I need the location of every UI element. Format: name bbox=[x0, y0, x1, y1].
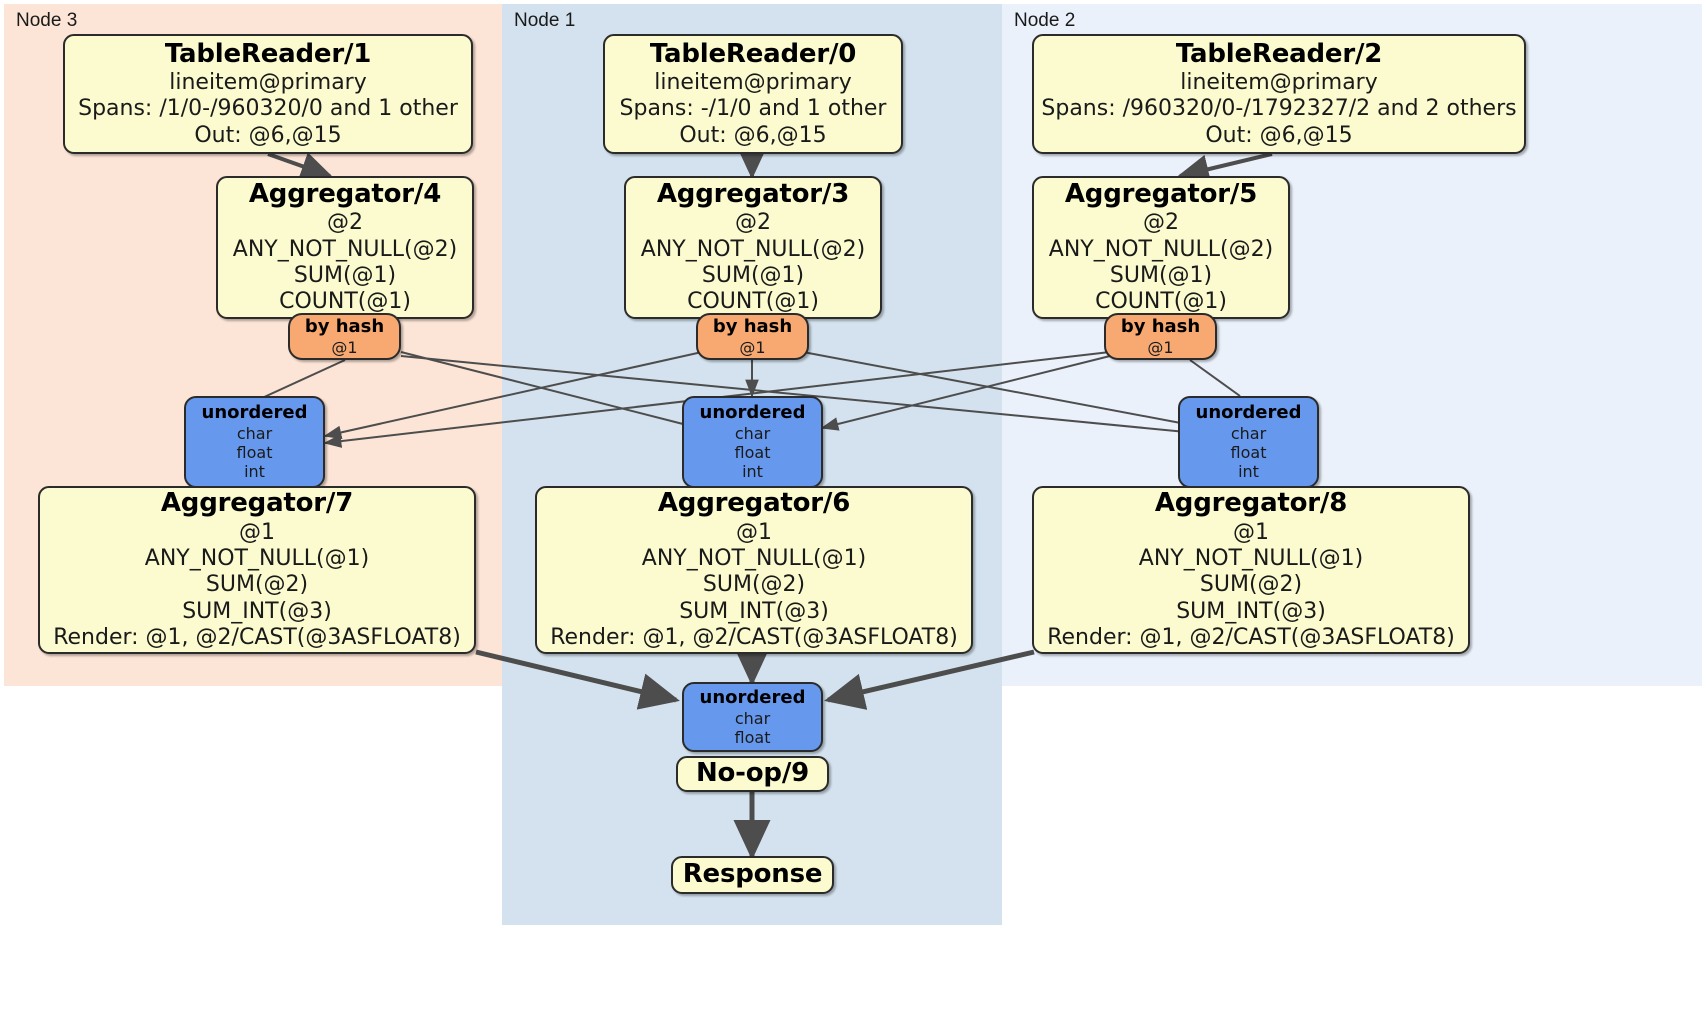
synchronizer-unordered-7-type-3: int bbox=[244, 462, 265, 482]
tablereader-2-title: TableReader/2 bbox=[1175, 38, 1383, 69]
aggregator-8-func-1: ANY_NOT_NULL(@1) bbox=[1138, 546, 1364, 571]
aggregator-3-title: Aggregator/3 bbox=[656, 179, 850, 210]
aggregator-3-func-3: COUNT(@1) bbox=[687, 289, 819, 315]
processor-tablereader-1[interactable]: TableReader/1 lineitem@primary Spans: /1… bbox=[63, 34, 473, 154]
tablereader-2-out: Out: @6,@15 bbox=[1205, 122, 1353, 148]
tablereader-1-out: Out: @6,@15 bbox=[194, 122, 342, 148]
synchronizer-unordered-final-type-2: float bbox=[734, 727, 771, 747]
aggregator-6-func-2: SUM(@2) bbox=[702, 572, 806, 598]
aggregator-6-func-3: SUM_INT(@3) bbox=[679, 598, 829, 624]
router-by-hash-4-column: @1 bbox=[331, 337, 358, 357]
aggregator-7-func-1: ANY_NOT_NULL(@1) bbox=[144, 546, 370, 571]
processor-tablereader-0[interactable]: TableReader/0 lineitem@primary Spans: -/… bbox=[603, 34, 903, 154]
router-by-hash-3-column: @1 bbox=[739, 337, 766, 357]
tablereader-1-spans: Spans: /1/0-/960320/0 and 1 other bbox=[78, 96, 458, 122]
panel-node-3-label: Node 3 bbox=[16, 10, 78, 31]
aggregator-8-title: Aggregator/8 bbox=[1154, 488, 1348, 519]
router-by-hash-5[interactable]: by hash @1 bbox=[1104, 313, 1217, 360]
aggregator-4-func-2: SUM(@1) bbox=[293, 263, 397, 289]
aggregator-6-func-1: ANY_NOT_NULL(@1) bbox=[641, 546, 867, 571]
processor-aggregator-6[interactable]: Aggregator/6 @1 ANY_NOT_NULL(@1) SUM(@2)… bbox=[535, 486, 973, 654]
aggregator-5-group: @2 bbox=[1143, 210, 1179, 236]
panel-node-2-label: Node 2 bbox=[1014, 10, 1076, 31]
aggregator-6-group: @1 bbox=[736, 519, 772, 545]
synchronizer-unordered-6-type-2: float bbox=[734, 443, 771, 463]
processor-aggregator-3[interactable]: Aggregator/3 @2 ANY_NOT_NULL(@2) SUM(@1)… bbox=[624, 176, 882, 319]
synchronizer-unordered-6-type-3: int bbox=[742, 462, 763, 482]
aggregator-5-title: Aggregator/5 bbox=[1064, 179, 1258, 210]
aggregator-7-group: @1 bbox=[239, 519, 275, 545]
aggregator-3-func-1: ANY_NOT_NULL(@2) bbox=[640, 236, 866, 262]
synchronizer-unordered-final-title: unordered bbox=[699, 687, 806, 709]
synchronizer-unordered-6-type-1: char bbox=[734, 424, 771, 444]
aggregator-8-func-2: SUM(@2) bbox=[1199, 572, 1303, 598]
tablereader-2-spans: Spans: /960320/0-/1792327/2 and 2 others bbox=[1041, 96, 1517, 122]
aggregator-4-func-3: COUNT(@1) bbox=[279, 289, 411, 315]
aggregator-5-func-1: ANY_NOT_NULL(@2) bbox=[1048, 236, 1274, 262]
synchronizer-unordered-6[interactable]: unordered char float int bbox=[682, 396, 823, 488]
aggregator-8-func-3: SUM_INT(@3) bbox=[1176, 598, 1326, 624]
tablereader-1-title: TableReader/1 bbox=[164, 38, 372, 69]
synchronizer-unordered-8-type-1: char bbox=[1230, 424, 1267, 444]
no-op-9-title: No-op/9 bbox=[695, 758, 810, 789]
aggregator-7-title: Aggregator/7 bbox=[160, 488, 354, 519]
processor-aggregator-8[interactable]: Aggregator/8 @1 ANY_NOT_NULL(@1) SUM(@2)… bbox=[1032, 486, 1470, 654]
aggregator-4-func-1: ANY_NOT_NULL(@2) bbox=[232, 236, 458, 262]
aggregator-5-func-2: SUM(@1) bbox=[1109, 263, 1213, 289]
aggregator-7-render: Render: @1, @2/CAST(@3ASFLOAT8) bbox=[53, 625, 461, 651]
synchronizer-unordered-7[interactable]: unordered char float int bbox=[184, 396, 325, 488]
synchronizer-unordered-6-title: unordered bbox=[699, 402, 806, 424]
router-by-hash-5-title: by hash bbox=[1120, 316, 1201, 338]
synchronizer-unordered-final[interactable]: unordered char float bbox=[682, 682, 823, 752]
aggregator-5-func-3: COUNT(@1) bbox=[1095, 289, 1227, 315]
router-by-hash-4[interactable]: by hash @1 bbox=[288, 313, 401, 360]
router-by-hash-4-title: by hash bbox=[304, 316, 385, 338]
synchronizer-unordered-8-type-3: int bbox=[1238, 462, 1259, 482]
processor-tablereader-2[interactable]: TableReader/2 lineitem@primary Spans: /9… bbox=[1032, 34, 1526, 154]
synchronizer-unordered-8-title: unordered bbox=[1195, 402, 1302, 424]
aggregator-8-render: Render: @1, @2/CAST(@3ASFLOAT8) bbox=[1047, 625, 1455, 651]
tablereader-2-table: lineitem@primary bbox=[1180, 70, 1378, 95]
aggregator-8-group: @1 bbox=[1233, 519, 1269, 545]
tablereader-1-table: lineitem@primary bbox=[169, 70, 367, 95]
panel-node-1-label: Node 1 bbox=[514, 10, 576, 31]
synchronizer-unordered-8-type-2: float bbox=[1230, 443, 1267, 463]
processor-aggregator-4[interactable]: Aggregator/4 @2 ANY_NOT_NULL(@2) SUM(@1)… bbox=[216, 176, 474, 319]
aggregator-7-func-2: SUM(@2) bbox=[205, 572, 309, 598]
synchronizer-unordered-7-type-2: float bbox=[236, 443, 273, 463]
tablereader-0-out: Out: @6,@15 bbox=[679, 122, 827, 148]
router-by-hash-3-title: by hash bbox=[712, 316, 793, 338]
router-by-hash-3[interactable]: by hash @1 bbox=[696, 313, 809, 360]
synchronizer-unordered-7-title: unordered bbox=[201, 402, 308, 424]
aggregator-4-title: Aggregator/4 bbox=[248, 179, 442, 210]
processor-aggregator-7[interactable]: Aggregator/7 @1 ANY_NOT_NULL(@1) SUM(@2)… bbox=[38, 486, 476, 654]
aggregator-7-func-3: SUM_INT(@3) bbox=[182, 598, 332, 624]
response-title: Response bbox=[682, 859, 823, 890]
synchronizer-unordered-final-type-1: char bbox=[734, 708, 771, 728]
processor-aggregator-5[interactable]: Aggregator/5 @2 ANY_NOT_NULL(@2) SUM(@1)… bbox=[1032, 176, 1290, 319]
aggregator-3-group: @2 bbox=[735, 210, 771, 236]
synchronizer-unordered-7-type-1: char bbox=[236, 424, 273, 444]
tablereader-0-spans: Spans: -/1/0 and 1 other bbox=[619, 96, 887, 122]
tablereader-0-title: TableReader/0 bbox=[649, 38, 857, 69]
synchronizer-unordered-8[interactable]: unordered char float int bbox=[1178, 396, 1319, 488]
aggregator-6-render: Render: @1, @2/CAST(@3ASFLOAT8) bbox=[550, 625, 958, 651]
aggregator-4-group: @2 bbox=[327, 210, 363, 236]
processor-no-op-9[interactable]: No-op/9 bbox=[676, 756, 829, 792]
aggregator-6-title: Aggregator/6 bbox=[657, 488, 851, 519]
tablereader-0-table: lineitem@primary bbox=[654, 70, 852, 95]
router-by-hash-5-column: @1 bbox=[1147, 337, 1174, 357]
aggregator-3-func-2: SUM(@1) bbox=[701, 263, 805, 289]
output-response[interactable]: Response bbox=[671, 856, 834, 894]
